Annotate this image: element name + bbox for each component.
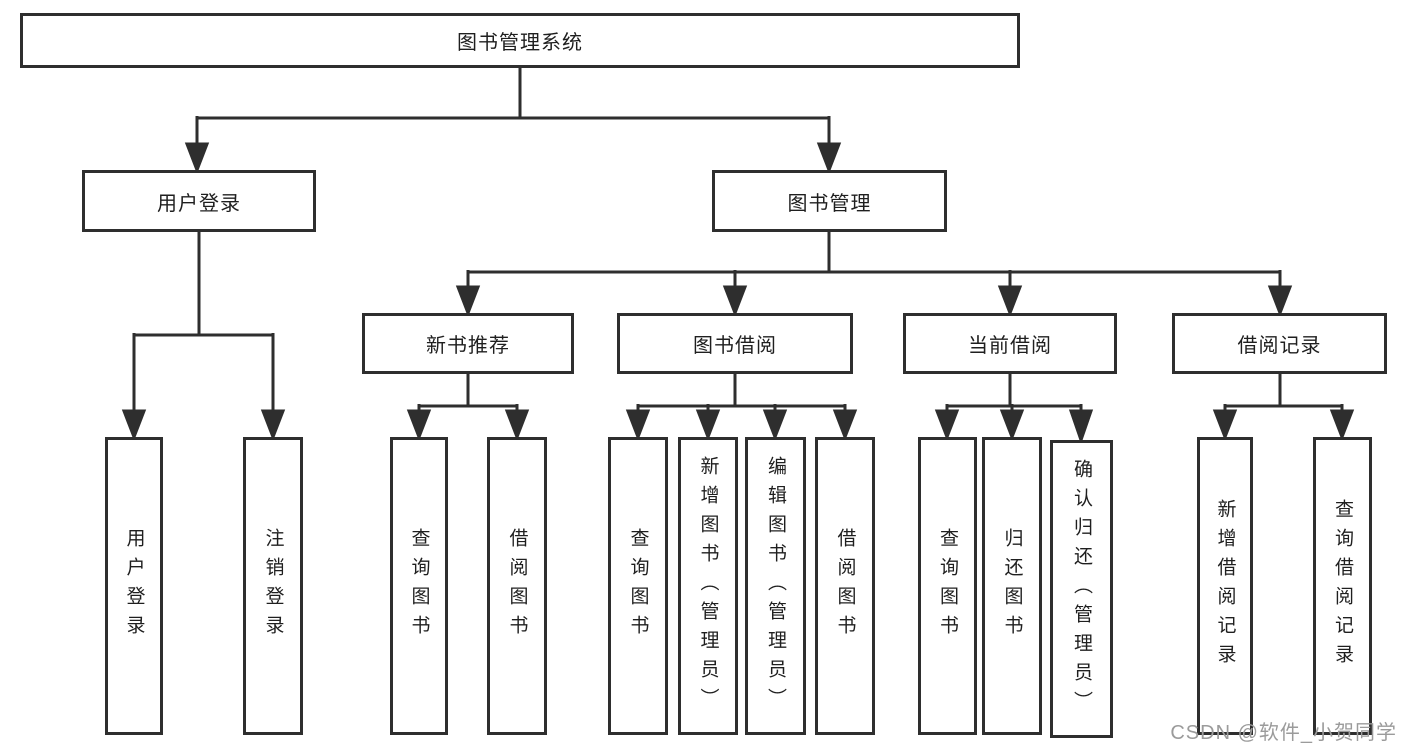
- node-return-books: 归还图书: [982, 437, 1042, 735]
- node-new-book-recommend: 新书推荐: [362, 313, 574, 374]
- node-add-books-admin: 新增图书（管理员）: [678, 437, 738, 735]
- node-borrowing-records: 借阅记录: [1172, 313, 1387, 374]
- csdn-watermark: CSDN @软件_小贺同学: [1170, 722, 1397, 744]
- node-logout-leaf: 注销登录: [243, 437, 303, 735]
- connector-root: [184, 68, 842, 175]
- node-borrow-books-recommend: 借阅图书: [487, 437, 547, 735]
- node-query-books-current: 查询图书: [918, 437, 977, 735]
- node-add-borrow-record: 新增借阅记录: [1197, 437, 1253, 735]
- connector-user-login: [121, 232, 286, 442]
- node-query-borrow-record: 查询借阅记录: [1313, 437, 1372, 735]
- node-confirm-return-admin: 确认归还（管理员）: [1050, 440, 1113, 738]
- connector-new-book-recommend: [406, 374, 530, 442]
- connector-borrowing-records: [1212, 374, 1355, 442]
- connector-current-borrowing: [934, 374, 1094, 445]
- node-root: 图书管理系统: [20, 13, 1020, 68]
- node-user-login: 用户登录: [82, 170, 316, 232]
- node-book-borrowing: 图书借阅: [617, 313, 853, 374]
- node-borrow-books-borrowing: 借阅图书: [815, 437, 875, 735]
- connector-book-management: [455, 232, 1293, 318]
- connector-book-borrowing: [625, 374, 858, 442]
- node-edit-books-admin: 编辑图书（管理员）: [745, 437, 806, 735]
- node-query-books-borrowing: 查询图书: [608, 437, 668, 735]
- node-current-borrowing: 当前借阅: [903, 313, 1117, 374]
- node-book-management: 图书管理: [712, 170, 947, 232]
- node-login-leaf: 用户登录: [105, 437, 163, 735]
- node-query-books-recommend: 查询图书: [390, 437, 448, 735]
